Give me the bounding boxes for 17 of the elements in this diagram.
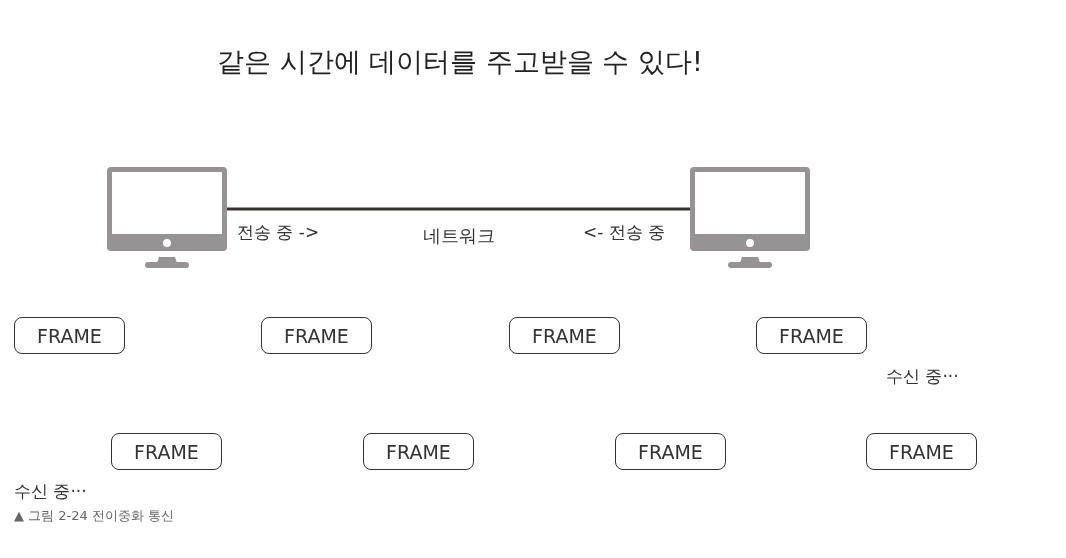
caption: ▲ 그림 2-24 전이중화 통신 — [14, 507, 175, 525]
status-label: 수신 중··· — [14, 480, 87, 503]
computer-icon — [690, 165, 810, 270]
frame-box: FRAME — [615, 433, 726, 470]
frame-box: FRAME — [509, 317, 620, 354]
status-label: 수신 중··· — [886, 365, 959, 388]
computer-icon — [107, 165, 227, 270]
status-label: 전송 중 -> — [237, 221, 320, 244]
frame-box: FRAME — [261, 317, 372, 354]
frame-box: FRAME — [756, 317, 867, 354]
network-line — [227, 207, 690, 211]
frame-box: FRAME — [866, 433, 977, 470]
status-label: <- 전송 중 — [583, 221, 666, 244]
frame-box: FRAME — [363, 433, 474, 470]
title: 같은 시간에 데이터를 주고받을 수 있다! — [216, 45, 704, 79]
frame-box: FRAME — [14, 317, 125, 354]
frame-box: FRAME — [111, 433, 222, 470]
